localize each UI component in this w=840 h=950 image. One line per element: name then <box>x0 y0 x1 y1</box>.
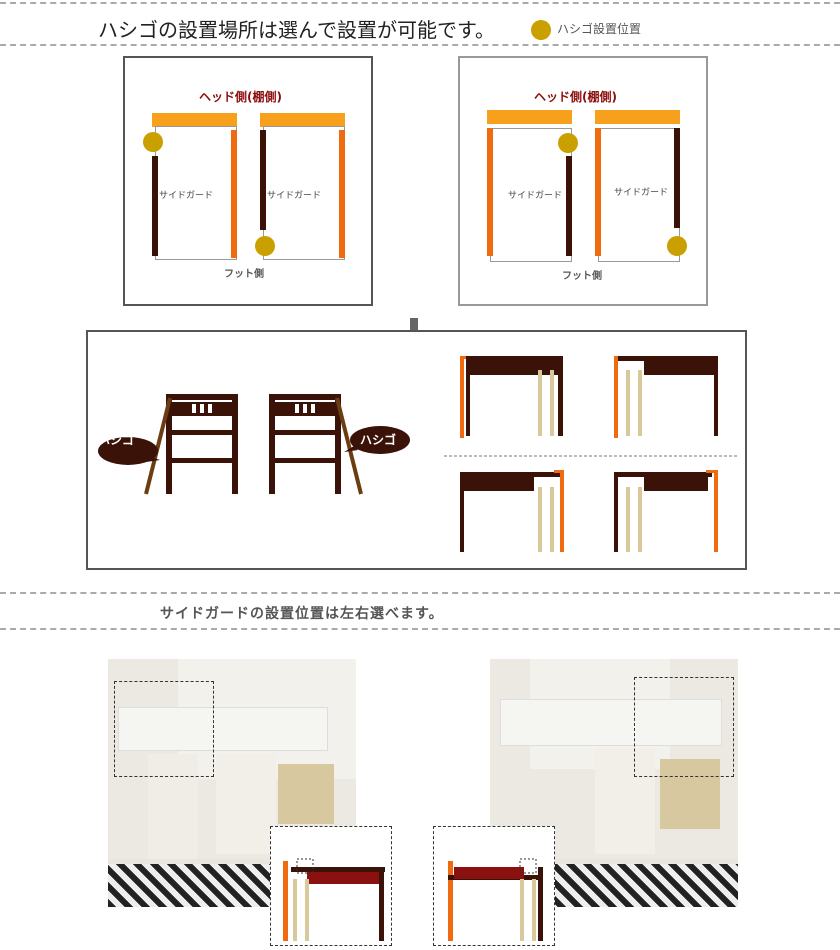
highlight-box <box>114 681 214 777</box>
diagram-panel-right: ヘッド側(棚側) サイドガード サイドガード フット側 <box>458 56 708 306</box>
side-guard-label: サイドガード <box>614 188 669 198</box>
ladder-options-panel: ハシゴ ハシゴ <box>86 330 747 570</box>
foot-label: フット側 <box>562 271 602 282</box>
detail-inset-right <box>433 826 555 946</box>
side-guard-label: サイドガード <box>159 191 214 201</box>
side-guard <box>566 156 572 256</box>
side-guard <box>674 128 680 228</box>
highlight-box <box>634 677 734 777</box>
side-guard <box>339 130 345 258</box>
header-divider <box>0 44 840 46</box>
foot-label: フット側 <box>224 269 264 280</box>
head-label: ヘッド側(棚側) <box>534 90 617 104</box>
side-guard-label: サイドガード <box>508 191 563 201</box>
head-label: ヘッド側(棚側) <box>199 90 282 104</box>
ladder-bubble-right: ハシゴ <box>360 433 397 447</box>
side-guard <box>260 130 266 230</box>
detail-inset-left <box>270 826 392 946</box>
bed-photo-right <box>490 659 738 907</box>
ladder-position-dot-icon <box>667 236 687 256</box>
side-guard <box>487 128 493 256</box>
ladder-position-dot-icon <box>558 133 578 153</box>
head-bar <box>595 110 680 124</box>
side-guard <box>152 156 158 256</box>
ladder-position-dot-icon <box>531 20 551 40</box>
section-divider <box>0 592 840 594</box>
section-subtitle: サイドガードの設置位置は左右選べます。 <box>160 606 444 622</box>
side-guard <box>231 130 237 258</box>
ladder-position-dot-icon <box>255 236 275 256</box>
bed-detail-illustration <box>448 858 543 941</box>
head-bar <box>260 113 345 127</box>
legend-label: ハシゴ設置位置 <box>557 22 642 36</box>
page-title: ハシゴの設置場所は選んで設置が可能です。 <box>98 18 495 42</box>
ladder-side-illustration <box>98 356 738 552</box>
bed-detail-illustration <box>283 858 385 941</box>
diagram-panel-left: ヘッド側(棚側) サイドガード サイドガード フット側 <box>123 56 373 306</box>
head-bar <box>487 110 572 124</box>
head-bar <box>152 113 237 127</box>
side-guard <box>595 128 601 256</box>
top-divider <box>0 2 840 4</box>
section-divider <box>0 628 840 630</box>
ladder-bubble-left: ハシゴ <box>98 433 135 447</box>
side-guard-label: サイドガード <box>267 191 322 201</box>
ladder-position-dot-icon <box>143 132 163 152</box>
